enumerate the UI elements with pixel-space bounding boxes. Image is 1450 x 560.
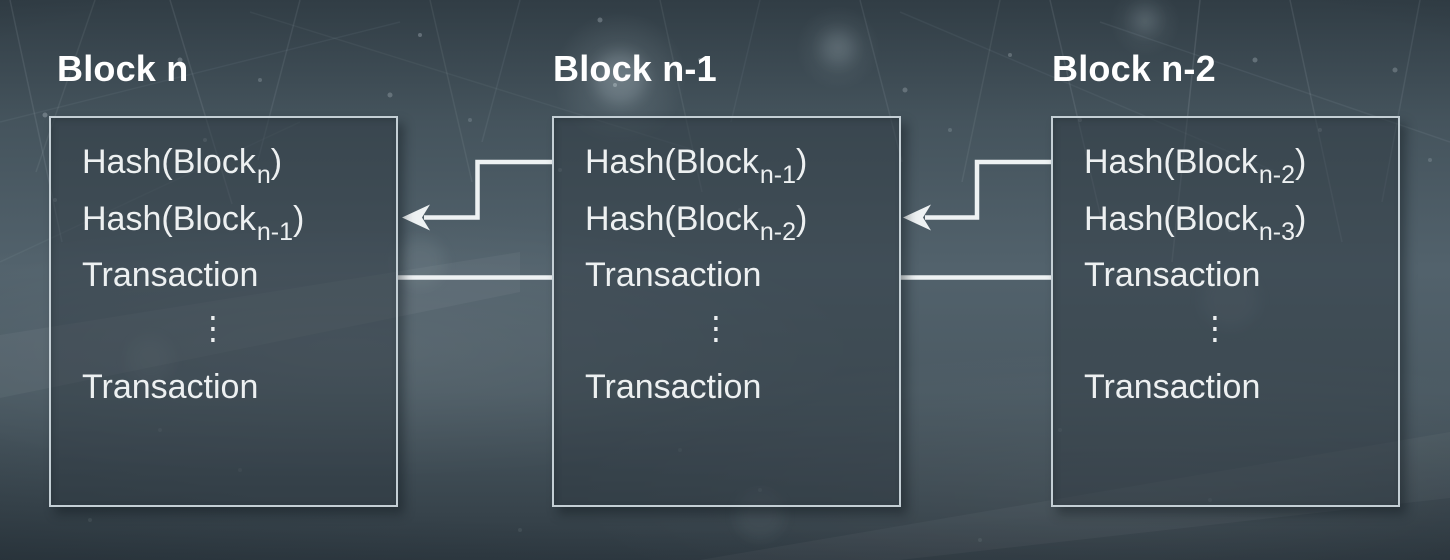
transaction-row: Transaction <box>585 367 762 406</box>
hash-subscript: n-1 <box>256 217 293 246</box>
prev-hash-pointer-line-block-n-1 <box>424 159 552 220</box>
transaction-row: Transaction <box>82 255 259 294</box>
ellipsis-row: ⋮ <box>197 310 230 346</box>
transaction-row: Transaction <box>1084 255 1261 294</box>
arrowhead-left-icon <box>402 204 430 231</box>
hash-subscript: n-2 <box>759 217 796 246</box>
ellipsis-row: ⋮ <box>700 310 733 346</box>
hash-subscript: n-2 <box>1258 160 1295 189</box>
hash-subscript: n-3 <box>1258 217 1295 246</box>
transaction-row: Transaction <box>1084 367 1261 406</box>
block-title: Block n-2 <box>1052 48 1216 89</box>
arrowhead-left-icon <box>903 204 931 231</box>
prev-hash-pointer-line-block-n-2 <box>925 159 1051 220</box>
hash-subscript: n-1 <box>759 160 796 189</box>
ellipsis-row: ⋮ <box>1199 310 1232 346</box>
block-title: Block n <box>57 48 189 89</box>
hash-subscript: n <box>256 160 271 189</box>
transaction-row: Transaction <box>585 255 762 294</box>
block-title: Block n-1 <box>553 48 717 89</box>
transaction-row: Transaction <box>82 367 259 406</box>
